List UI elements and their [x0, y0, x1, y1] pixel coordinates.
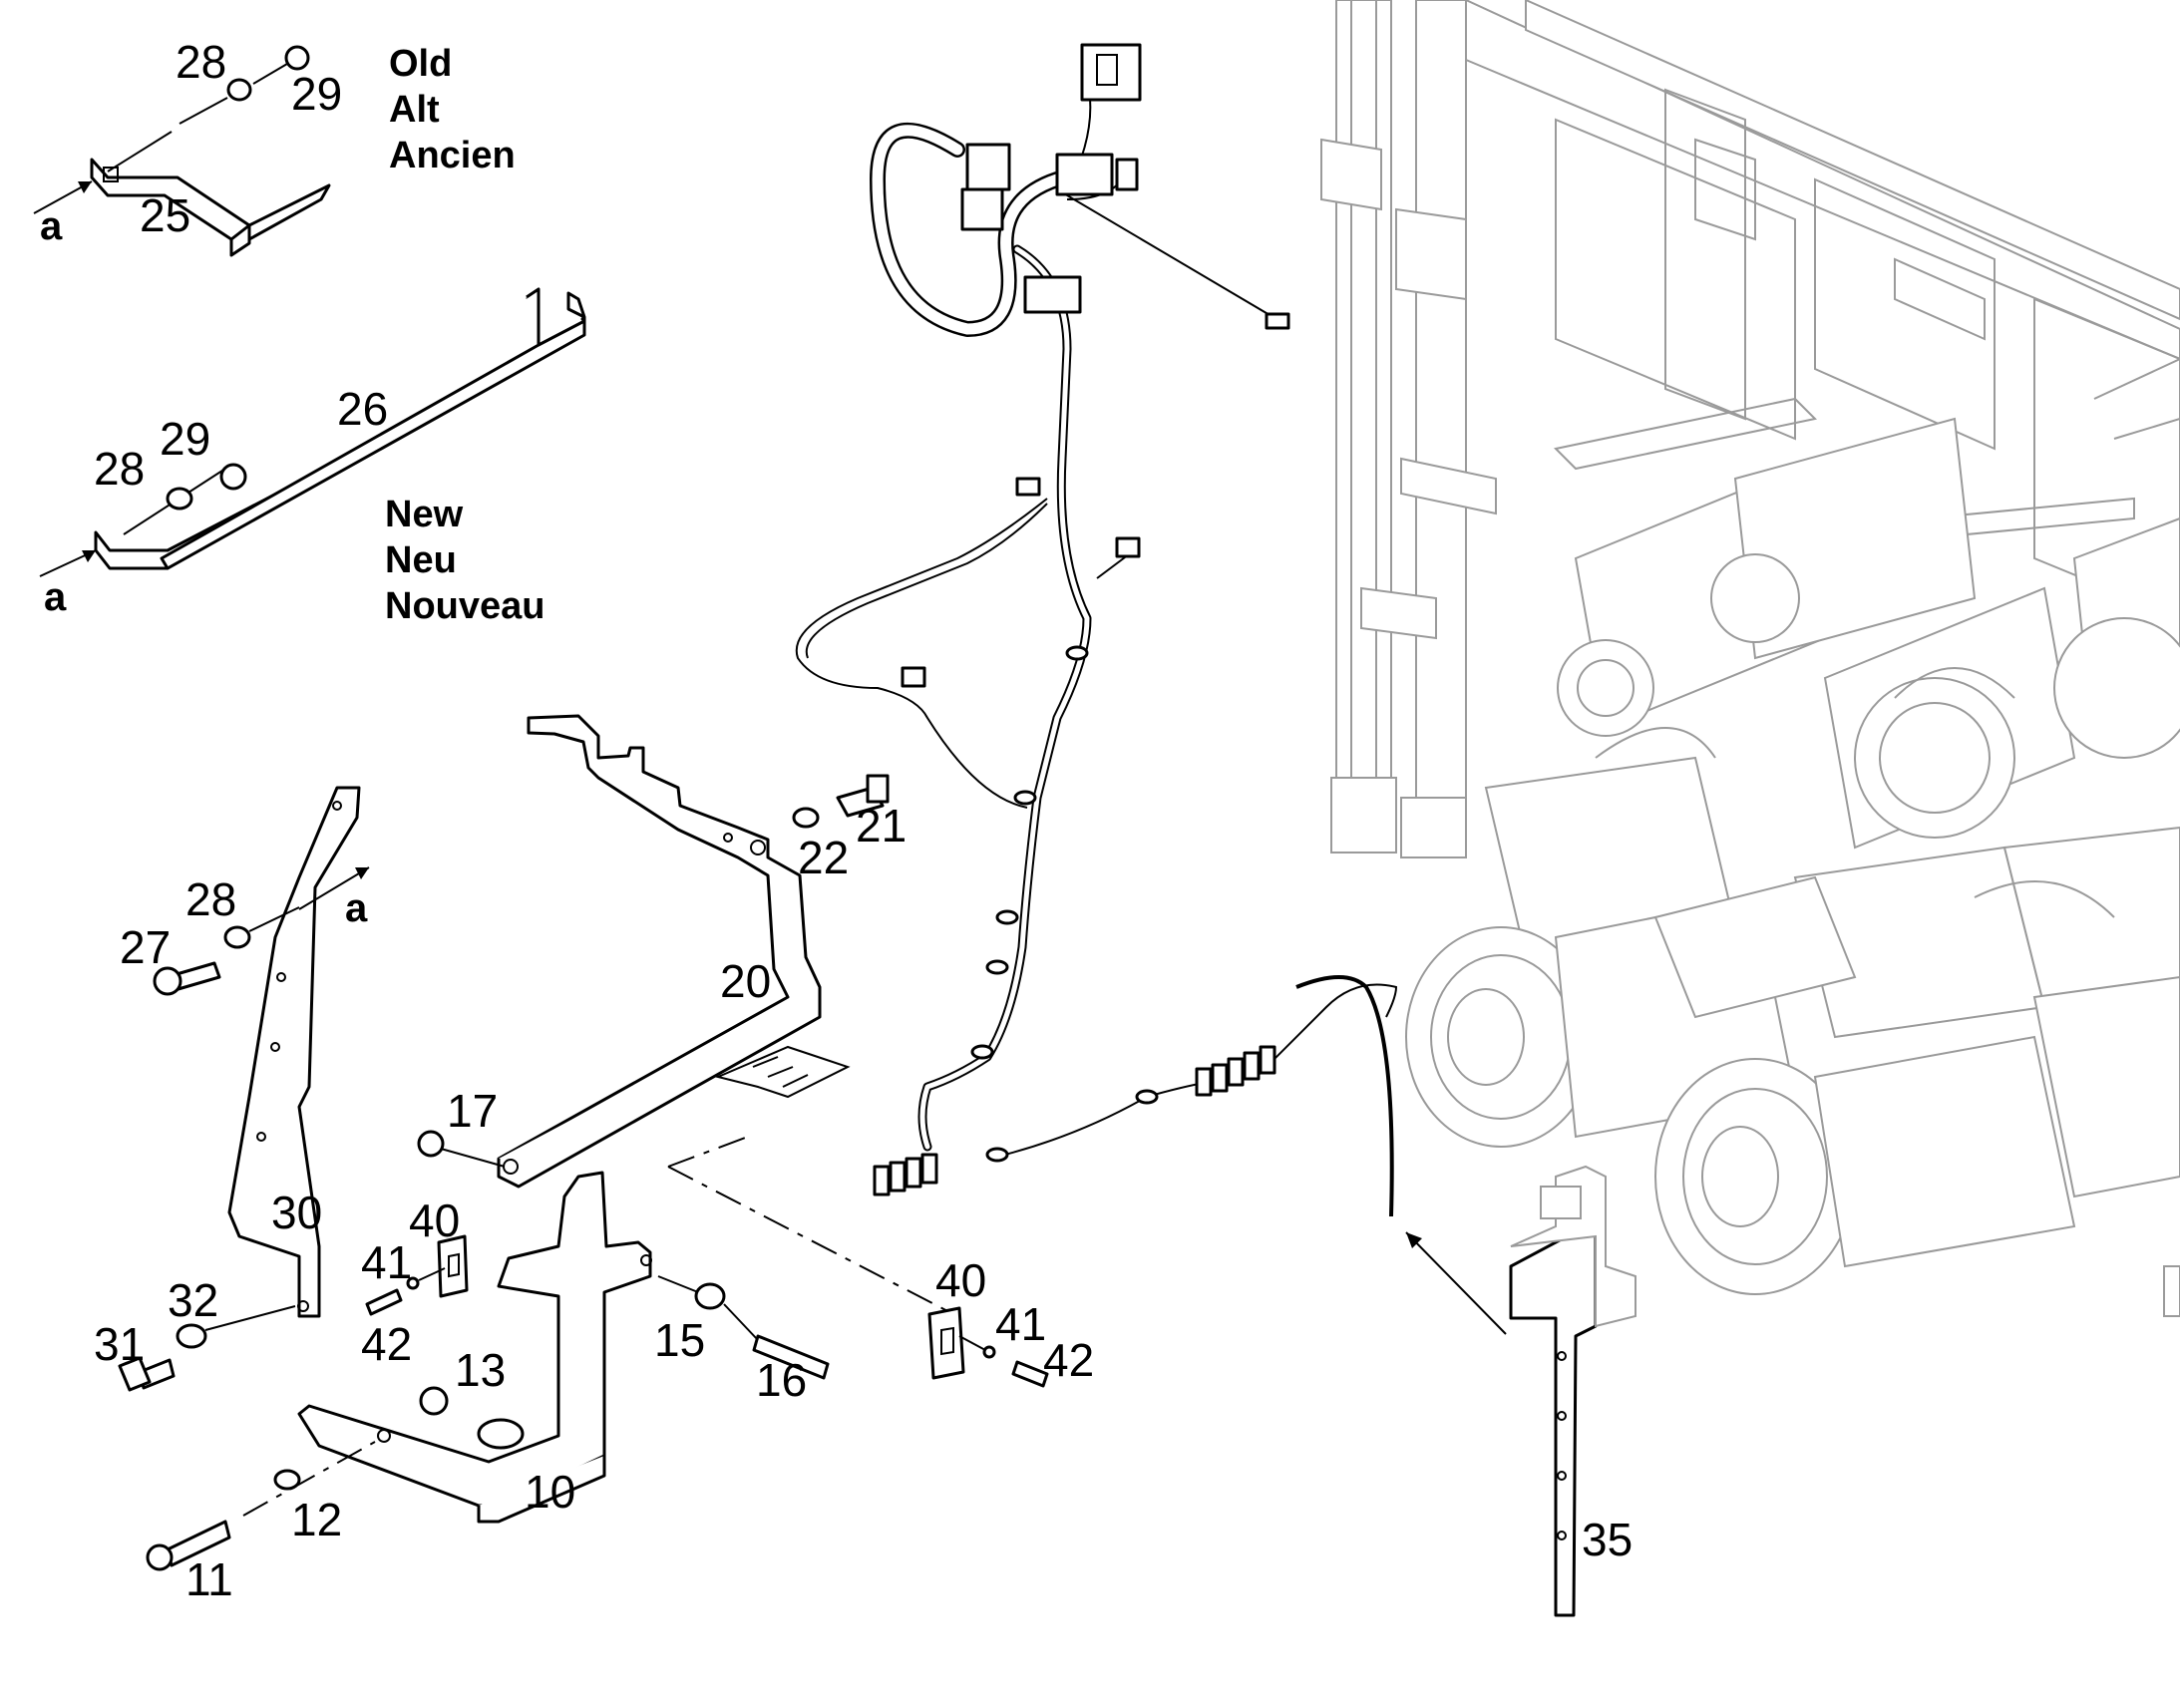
bracket-35 — [1509, 1165, 1636, 1617]
arrow-35 — [1405, 1231, 1507, 1335]
callout-29-old: 29 — [291, 68, 342, 120]
clip-40-left — [437, 1234, 469, 1298]
arrow-a-new-label: a — [44, 575, 67, 619]
bolt-16 — [752, 1334, 830, 1380]
note-old-de: Alt — [389, 89, 440, 131]
arrowhead-a-old — [78, 181, 92, 193]
lockwasher-41-right — [982, 1345, 996, 1359]
leader-41-left — [418, 1267, 446, 1281]
callout-28-old: 28 — [176, 36, 226, 88]
arrow-a-old-label: a — [40, 204, 63, 248]
bracket-30 — [227, 786, 361, 1318]
callout-17: 17 — [447, 1085, 498, 1137]
note-new-fr: Nouveau — [385, 585, 545, 627]
nut-29-old — [284, 45, 310, 71]
wiring-harness — [795, 43, 1398, 1217]
leader-31 — [204, 1305, 296, 1331]
arrowhead-a-30 — [355, 867, 369, 879]
callout-12: 12 — [291, 1494, 342, 1545]
callout-42-right: 42 — [1043, 1334, 1094, 1386]
nut-13 — [419, 1386, 449, 1416]
centerline-11 — [242, 1441, 376, 1517]
bolt-21-head — [866, 774, 890, 804]
leader-17 — [440, 1148, 506, 1168]
centerline-20 — [667, 1136, 958, 1317]
nut-17 — [417, 1130, 445, 1158]
callout-26: 26 — [337, 383, 388, 435]
bolt-27-head — [153, 966, 182, 996]
callout-13: 13 — [455, 1344, 506, 1396]
callout-41-left: 41 — [361, 1236, 412, 1288]
bracket-26-new — [94, 287, 586, 570]
bracket-25-old — [90, 158, 331, 257]
bolt-11-head — [146, 1543, 174, 1571]
callout-32: 32 — [168, 1274, 218, 1326]
washer-28-new — [166, 487, 193, 511]
note-old-fr: Ancien — [389, 135, 516, 176]
lockwasher-41-left — [406, 1276, 420, 1290]
washer-28-old — [226, 78, 252, 102]
callout-41-right: 41 — [995, 1298, 1046, 1350]
callout-16: 16 — [756, 1354, 807, 1406]
callout-31: 31 — [94, 1318, 145, 1370]
washer-12 — [273, 1469, 301, 1491]
callout-25: 25 — [140, 189, 190, 241]
note-new-de: Neu — [385, 539, 457, 581]
leader-25 — [107, 131, 173, 172]
note-old-en: Old — [389, 43, 452, 85]
leader-27 — [248, 906, 300, 932]
washer-22 — [792, 807, 820, 829]
washer-32 — [176, 1323, 207, 1349]
callout-10: 10 — [525, 1466, 575, 1518]
bolt-31-head — [118, 1356, 152, 1392]
nut-29-new — [219, 463, 247, 491]
leader-28-old — [179, 97, 228, 125]
machine-frame-illustration — [1320, 0, 2180, 1317]
callout-21: 21 — [856, 800, 907, 852]
leader-29-old — [252, 63, 288, 85]
callout-40-right: 40 — [935, 1254, 986, 1306]
arrowhead-a-new — [82, 550, 96, 562]
leader-41-right — [958, 1335, 986, 1351]
arrow-a-30-label: a — [345, 886, 368, 930]
leader-16 — [723, 1303, 759, 1341]
screw-42-right — [1011, 1360, 1049, 1388]
note-new-en: New — [385, 494, 464, 535]
arrow-a-30 — [298, 866, 370, 910]
callout-11: 11 — [185, 1553, 233, 1605]
callout-29-new: 29 — [160, 413, 210, 465]
washer-28-c — [223, 925, 251, 949]
callout-30: 30 — [271, 1187, 322, 1238]
callout-15: 15 — [654, 1314, 705, 1366]
callout-28-c: 28 — [185, 873, 236, 925]
callout-28-new: 28 — [94, 443, 145, 495]
callout-35: 35 — [1582, 1514, 1633, 1565]
bracket-10 — [297, 1171, 652, 1524]
washer-15 — [694, 1282, 726, 1310]
callout-20: 20 — [720, 955, 771, 1007]
callout-40-left: 40 — [409, 1195, 460, 1246]
callout-27: 27 — [120, 921, 171, 973]
callout-42-left: 42 — [361, 1318, 412, 1370]
clip-40-right — [927, 1306, 965, 1380]
screw-42-left — [365, 1288, 403, 1316]
callout-22: 22 — [798, 832, 849, 883]
bracket-20 — [497, 714, 851, 1189]
leader-15 — [657, 1275, 699, 1293]
arrowhead-35 — [1406, 1232, 1422, 1248]
